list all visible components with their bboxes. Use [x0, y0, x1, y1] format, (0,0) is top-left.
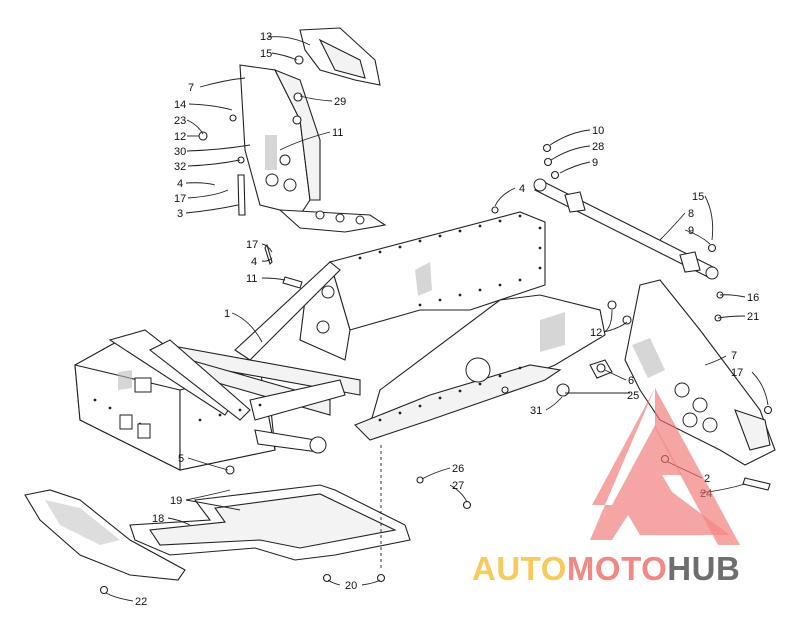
callout-14: 14: [174, 99, 186, 111]
callout-8: 8: [688, 208, 694, 220]
callout-1: 1: [224, 308, 230, 320]
watermark-auto-text: AUTO: [472, 550, 567, 587]
callout-20: 20: [345, 580, 357, 592]
callout-9: 9: [688, 225, 694, 237]
callout-18: 18: [152, 513, 164, 525]
callout-27: 27: [452, 480, 464, 492]
callout-26: 26: [452, 463, 464, 475]
steering-shaft: [533, 178, 719, 280]
callout-21: 21: [747, 311, 759, 323]
callout-29: 29: [334, 96, 346, 108]
callout-4: 4: [519, 183, 525, 195]
watermark-triangle-icon: [590, 388, 730, 540]
svg-text:AUTOMOTOHUB: AUTOMOTOHUB: [472, 550, 740, 587]
callout-4: 4: [251, 256, 257, 268]
leader-lines: [105, 36, 769, 602]
watermark-logo: AUTOMOTOHUB: [472, 388, 740, 587]
callout-11: 11: [332, 127, 343, 139]
callout-25: 25: [627, 390, 639, 402]
callout-19: 19: [170, 495, 182, 507]
callout-28: 28: [592, 141, 604, 153]
callout-30: 30: [174, 146, 186, 158]
callout-12: 12: [174, 131, 186, 143]
callout-6: 6: [628, 375, 634, 387]
callout-labels: 13 15 7 14 29 23 12 30 11 32 4 17 3 10 2…: [135, 31, 759, 608]
watermark-hub-text: HUB: [667, 550, 740, 587]
callout-10: 10: [592, 125, 604, 137]
watermark-moto-text: MOTO: [567, 550, 667, 587]
callout-4: 4: [177, 178, 183, 190]
callout-23: 23: [174, 115, 186, 127]
callout-17: 17: [174, 193, 186, 205]
callout-15: 15: [692, 191, 704, 203]
callout-15: 15: [260, 48, 272, 60]
callout-9: 9: [592, 157, 598, 169]
callout-5: 5: [178, 453, 184, 465]
callout-31: 31: [530, 405, 542, 417]
callout-7: 7: [188, 82, 194, 94]
floorboard: [24, 484, 411, 581]
chassis-frame: [74, 211, 606, 471]
callout-3: 3: [177, 208, 183, 220]
callout-11: 11: [246, 273, 257, 285]
callout-17: 17: [246, 239, 258, 251]
callout-17: 17: [731, 367, 743, 379]
callout-16: 16: [747, 292, 759, 304]
callout-22: 22: [135, 596, 147, 608]
callout-2: 2: [704, 473, 710, 485]
steering-support-assembly: [237, 27, 387, 233]
callout-32: 32: [174, 161, 186, 173]
callout-13: 13: [260, 31, 272, 43]
callout-7: 7: [731, 350, 737, 362]
callout-12: 12: [590, 327, 602, 339]
